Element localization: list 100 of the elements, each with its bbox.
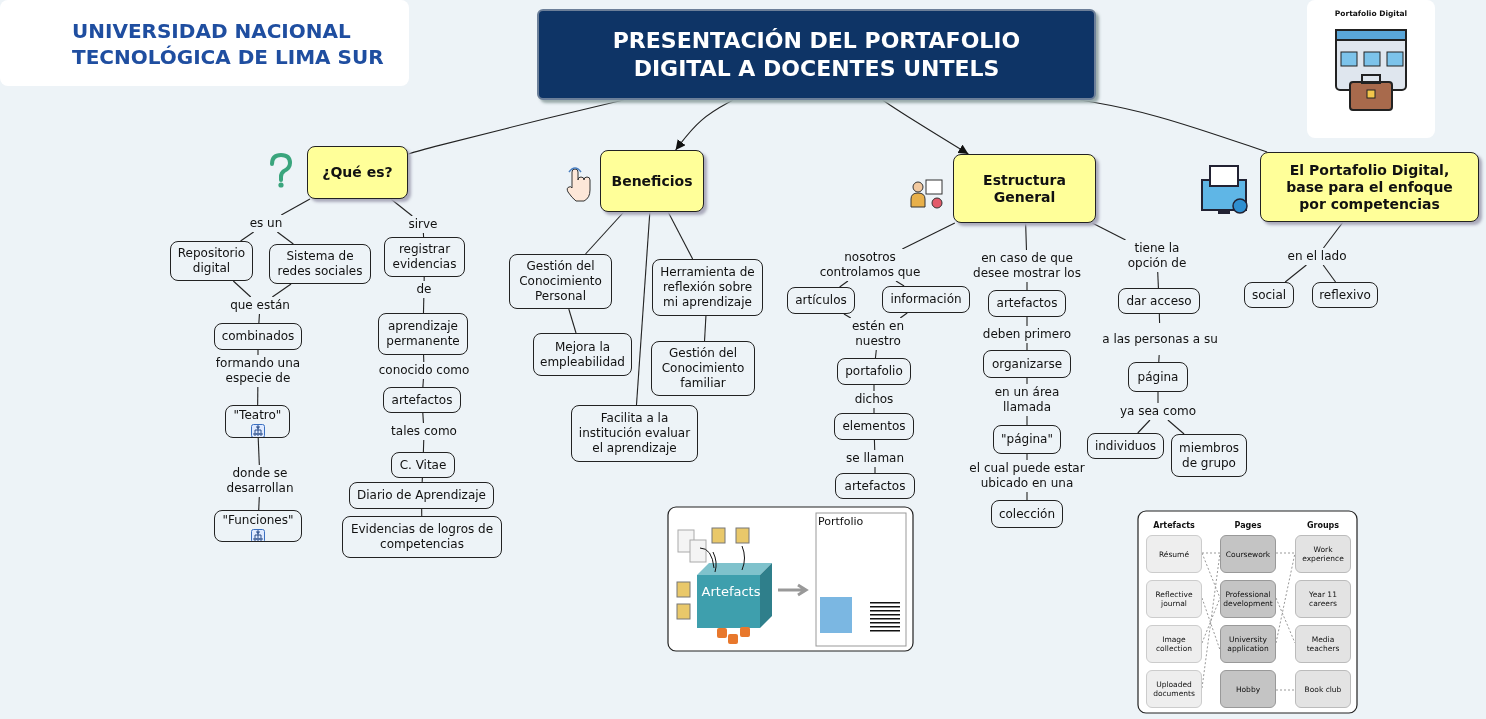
- connector-line: [258, 496, 260, 511]
- linking-phrase: en caso de que desee mostrar los: [972, 251, 1082, 281]
- linking-phrase: estén en nuestro: [850, 319, 906, 349]
- connector-line: [421, 508, 423, 517]
- concept-box: [652, 259, 763, 316]
- connector-line: [1158, 313, 1161, 324]
- connector-line: [1322, 264, 1337, 283]
- concept-text: "Funciones": [222, 513, 294, 528]
- topic-text: El Portafolio Digital, base para el enfoque por competencias: [1285, 161, 1454, 213]
- connector-line: [675, 99, 734, 151]
- topic-text: ¿Qué es?: [322, 164, 393, 181]
- concept-box: [837, 358, 911, 385]
- topic-text: Estructura General: [982, 171, 1067, 206]
- concept-text: Sistema de redes sociales: [276, 249, 364, 279]
- linking-phrase: que están: [230, 298, 290, 313]
- concept-box: [983, 350, 1071, 378]
- linking-phrase: en un área llamada: [993, 385, 1061, 415]
- connector-line: [1158, 354, 1160, 363]
- concept-box: [787, 287, 855, 314]
- connector-line: [882, 99, 969, 155]
- concept-box: [214, 510, 302, 542]
- connector-line: [635, 211, 651, 406]
- connector-line: [423, 276, 425, 282]
- connector-line: [1091, 222, 1127, 241]
- connector-line: [422, 412, 424, 424]
- concept-text: miembros de grupo: [1178, 440, 1240, 471]
- concept-text: Herramienta de reflexión sobre mi aprendizaje: [659, 265, 756, 310]
- concept-box: [378, 313, 468, 355]
- connector-line: [1026, 491, 1028, 501]
- connector-line: [232, 280, 252, 298]
- connector-line: [901, 222, 956, 250]
- connector-line: [874, 349, 877, 359]
- concept-text: artefactos: [391, 392, 453, 408]
- linking-phrase: el cual puede estar ubicado en una: [968, 461, 1086, 491]
- concept-text: Diario de Aprendizaje: [357, 488, 486, 503]
- concept-box: [991, 500, 1063, 528]
- concept-box: [1087, 433, 1164, 459]
- concept-box: [509, 254, 612, 309]
- concept-box: [342, 516, 502, 558]
- concept-box: [269, 244, 371, 284]
- concept-box: [835, 473, 915, 499]
- concept-text: social: [1251, 287, 1287, 303]
- connector-line: [240, 231, 255, 242]
- concept-box: [1128, 362, 1188, 392]
- topic-text: Beneficios: [611, 172, 693, 190]
- linking-phrase: tales como: [391, 424, 457, 439]
- linking-phrase: nosotros controlamos que: [818, 250, 922, 280]
- concept-text: organizarse: [991, 356, 1063, 372]
- concept-text: combinados: [221, 329, 295, 344]
- connector-line: [257, 437, 260, 466]
- connector-line: [873, 439, 876, 451]
- concept-text: Mejora la empleabilidad: [539, 339, 626, 370]
- column-heading: Artefacts: [1152, 520, 1196, 532]
- connector-line: [1157, 391, 1159, 404]
- concept-text: Evidencias de logros de competencias: [349, 522, 495, 552]
- connector-line: [258, 313, 260, 324]
- concept-text: elementos: [842, 419, 906, 434]
- title-text: PRESENTACIÓN DEL PORTAFOLIO DIGITAL A DOCENTES UNTELS: [611, 26, 1022, 83]
- connector-line: [390, 198, 413, 217]
- connector-line: [843, 313, 852, 319]
- concept-text: artefactos: [844, 478, 906, 494]
- connector-line: [1284, 264, 1307, 283]
- concept-text: Repositorio digital: [176, 246, 247, 276]
- image-caption: Artefacts: [700, 584, 762, 601]
- connector-line: [1026, 316, 1028, 327]
- concept-text: dar acceso: [1126, 293, 1192, 309]
- column-heading: Pages: [1233, 520, 1263, 532]
- linking-phrase: sirve: [408, 217, 438, 232]
- linking-phrase: es un: [249, 216, 283, 231]
- concept-box: [384, 237, 465, 277]
- concept-text: página: [1137, 369, 1179, 385]
- university-name: UNIVERSIDAD NACIONAL TECNOLÓGICA DE LIMA SUR: [72, 18, 385, 70]
- connector-line: [873, 407, 875, 414]
- column-heading: Groups: [1305, 520, 1341, 532]
- concept-box: [1171, 434, 1247, 477]
- linking-phrase: en el lado: [1287, 249, 1347, 264]
- connector-line: [1157, 271, 1159, 289]
- connector-line: [1025, 222, 1028, 251]
- connector-line: [1167, 419, 1185, 435]
- connector-line: [1322, 221, 1344, 249]
- concept-box: [988, 290, 1066, 317]
- connector-line: [407, 99, 625, 155]
- concept-box: [571, 405, 698, 462]
- connector-line: [873, 384, 875, 392]
- connector-line: [839, 280, 849, 288]
- linking-phrase: se llaman: [845, 451, 905, 466]
- connector-line: [1026, 415, 1028, 426]
- concept-text: Gestión del Conocimiento familiar: [660, 346, 746, 391]
- concept-box: [993, 425, 1061, 454]
- concept-box: [651, 341, 755, 396]
- linking-phrase: dichos: [854, 392, 894, 407]
- concept-box: [834, 413, 914, 440]
- concept-box: [1118, 288, 1200, 314]
- concept-text: "página": [1001, 432, 1053, 447]
- title-box: [537, 9, 1096, 100]
- connector-line: [585, 211, 625, 255]
- connector-line: [1026, 377, 1028, 385]
- linking-phrase: ya sea como: [1119, 404, 1196, 419]
- concept-text: "Teatro": [233, 408, 282, 423]
- concept-box: [383, 387, 461, 413]
